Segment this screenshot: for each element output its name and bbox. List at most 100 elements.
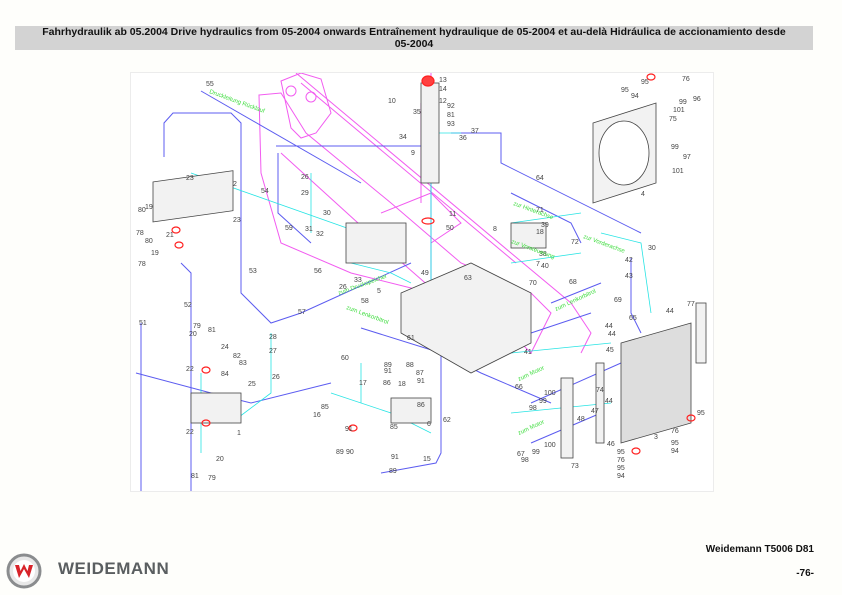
callout: 56 <box>314 268 322 275</box>
callout: 10 <box>388 98 396 105</box>
callout: 100 <box>544 442 556 449</box>
callout: 27 <box>269 348 277 355</box>
callout: 47 <box>591 408 599 415</box>
line-label: zum Motor <box>517 419 545 436</box>
callout: 79 <box>193 323 201 330</box>
callout: 76 <box>682 76 690 83</box>
drive-motor <box>152 170 234 223</box>
callout: 100 <box>544 390 556 397</box>
page-title-line1: Fahrhydraulik ab 05.2004 Drive hydraulic… <box>42 26 786 38</box>
callout: 76 <box>671 428 679 435</box>
callout: 14 <box>439 86 447 93</box>
weidemann-logo <box>6 553 176 589</box>
filter <box>420 82 440 184</box>
callout: 57 <box>298 309 306 316</box>
callout: 30 <box>323 210 331 217</box>
callout: 28 <box>269 334 277 341</box>
callout: 55 <box>206 81 214 88</box>
callout: 92 <box>447 103 455 110</box>
callout: 32 <box>316 231 324 238</box>
callout: 38 <box>539 251 547 258</box>
callout: 16 <box>313 412 321 419</box>
callout: 101 <box>672 168 684 175</box>
callout: 75 <box>669 116 677 123</box>
line-label: zum Motor <box>517 365 545 382</box>
callout: 39 <box>541 222 549 229</box>
callout: 7 <box>536 261 540 268</box>
callout: 81 <box>447 112 455 119</box>
callout: 83 <box>239 360 247 367</box>
callout: 30 <box>648 245 656 252</box>
callout: 81 <box>208 327 216 334</box>
callout: 23 <box>186 175 194 182</box>
callout: 51 <box>139 320 147 327</box>
callout: 91 <box>417 378 425 385</box>
callout: 67 <box>517 451 525 458</box>
callout: 26 <box>339 284 347 291</box>
callout: 18 <box>398 381 406 388</box>
callout: 33 <box>354 277 362 284</box>
callout: 69 <box>614 297 622 304</box>
main-pump <box>190 392 242 424</box>
callout: 36 <box>459 135 467 142</box>
callout: 91 <box>345 426 353 433</box>
callout: 44 <box>605 398 613 405</box>
control-valve <box>345 222 407 264</box>
callout: 44 <box>605 323 613 330</box>
callout: 93 <box>447 121 455 128</box>
callout: 19 <box>145 204 153 211</box>
cooler-side-bar <box>695 302 707 364</box>
callout: 76 <box>617 457 625 464</box>
callout: 95 <box>617 465 625 472</box>
callout: 26 <box>272 374 280 381</box>
callout: 24 <box>221 344 229 351</box>
bracket-74 <box>595 362 605 444</box>
callout: 58 <box>361 298 369 305</box>
callout: 80 <box>138 207 146 214</box>
callout: 71 <box>536 207 544 214</box>
callout: 52 <box>184 302 192 309</box>
callout: 89 <box>336 449 344 456</box>
callout: 90 <box>346 449 354 456</box>
callout: 29 <box>301 190 309 197</box>
callout: 72 <box>571 239 579 246</box>
logo-emblem-icon <box>6 553 42 589</box>
callout: 54 <box>261 188 269 195</box>
callout: 35 <box>413 109 421 116</box>
callout: 89 <box>389 468 397 475</box>
callout: 101 <box>673 107 685 114</box>
callout: 22 <box>186 429 194 436</box>
callout: 40 <box>541 263 549 270</box>
callout: 95 <box>617 449 625 456</box>
callout: 63 <box>464 275 472 282</box>
callout: 49 <box>421 270 429 277</box>
callout: 95 <box>671 440 679 447</box>
callout: 94 <box>671 448 679 455</box>
callout: 44 <box>666 308 674 315</box>
page-title-line2: 05-2004 <box>394 38 434 50</box>
callout: 96 <box>693 96 701 103</box>
callout: 87 <box>416 370 424 377</box>
callout: 8 <box>493 226 497 233</box>
callout: 60 <box>341 355 349 362</box>
oil-cooler <box>620 322 692 444</box>
callout: 98 <box>529 405 537 412</box>
callout: 88 <box>406 362 414 369</box>
callout: 79 <box>208 475 216 482</box>
callout: 3 <box>654 434 658 441</box>
callout: 37 <box>471 128 479 135</box>
seals <box>171 73 696 455</box>
callout: 73 <box>571 463 579 470</box>
callout: 70 <box>529 280 537 287</box>
callout: 43 <box>625 273 633 280</box>
hydraulic-tank <box>400 262 532 374</box>
callout: 2 <box>233 181 237 188</box>
callout: 1 <box>237 430 241 437</box>
callout: 95 <box>697 410 705 417</box>
callout: 97 <box>683 154 691 161</box>
callout: 9 <box>411 150 415 157</box>
callout: 42 <box>625 257 633 264</box>
gear-pump <box>390 397 432 424</box>
callout: 50 <box>446 225 454 232</box>
callout: 91 <box>384 368 392 375</box>
